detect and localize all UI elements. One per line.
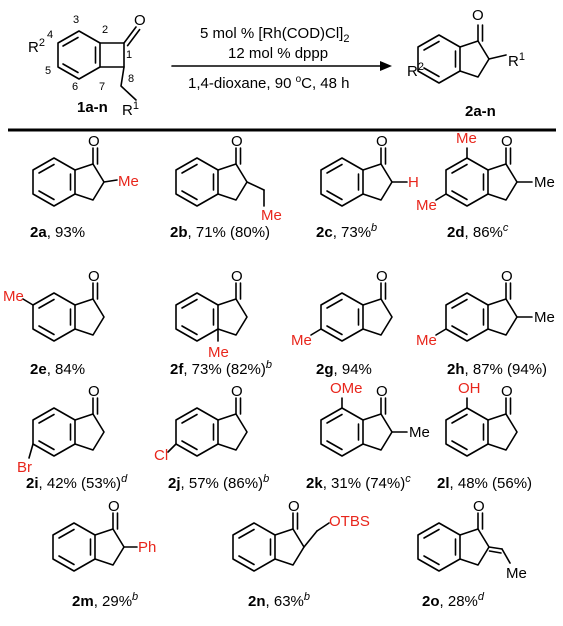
substituent-label: Me bbox=[416, 197, 437, 214]
atom-numbering: 2 1 3 4 5 6 7 8 bbox=[45, 14, 134, 93]
substituent-label: Me bbox=[506, 565, 527, 582]
reactant-oxygen: O bbox=[134, 12, 146, 29]
svg-text:2: 2 bbox=[102, 24, 108, 36]
compound-2b: O Me bbox=[175, 133, 282, 224]
compound-2e: O Me bbox=[3, 268, 105, 342]
carbonyl-oxygen: O bbox=[231, 133, 243, 150]
svg-text:8: 8 bbox=[128, 73, 134, 85]
substituent-label: Me bbox=[291, 332, 312, 349]
substituent-label: Cl bbox=[154, 447, 168, 464]
compound-2c: OH bbox=[320, 133, 419, 207]
reactant-r2: R2 bbox=[28, 37, 45, 56]
substituent-label: Me bbox=[456, 130, 477, 147]
carbonyl-oxygen: O bbox=[376, 383, 388, 400]
compound-caption: 2f, 73% (82%)b bbox=[170, 359, 272, 378]
compound-2f: O Me bbox=[175, 268, 248, 361]
reactant-label: 1a-n bbox=[77, 99, 108, 116]
substituent-label: OMe bbox=[330, 380, 363, 397]
compound-caption: 2c, 73%b bbox=[316, 222, 377, 241]
compound-2m: O Ph bbox=[52, 498, 156, 572]
substituent-label: Me bbox=[118, 173, 139, 190]
svg-text:6: 6 bbox=[72, 81, 78, 93]
compound-2g: O Me bbox=[291, 268, 393, 349]
compound-2l: O OH bbox=[445, 380, 518, 457]
carbonyl-oxygen: O bbox=[288, 498, 300, 515]
compound-caption: 2b, 71% (80%) bbox=[170, 224, 270, 241]
compound-caption: 2m, 29%b bbox=[72, 591, 138, 610]
carbonyl-oxygen: O bbox=[88, 268, 100, 285]
substituent-label: OH bbox=[458, 380, 481, 397]
svg-text:5: 5 bbox=[45, 65, 51, 77]
substituent-label: Me bbox=[534, 174, 555, 191]
product-label: 2a-n bbox=[465, 103, 496, 120]
compound-2a: O Me bbox=[32, 133, 139, 207]
compound-caption: 2d, 86%c bbox=[447, 222, 509, 241]
product-structure bbox=[417, 24, 507, 84]
compound-caption: 2a, 93% bbox=[30, 224, 85, 241]
substituent-label: Me bbox=[261, 207, 282, 224]
compound-structures: OMeOMeOHOMeMeMeOMeOMeOMeOMeMeOBrOClOMeOM… bbox=[3, 130, 555, 582]
substituent-label: Me bbox=[409, 424, 430, 441]
compound-2n: O OTBS bbox=[232, 498, 370, 572]
product-r2: R2 bbox=[407, 61, 424, 80]
reactant-structure bbox=[57, 26, 141, 101]
compound-caption: 2e, 84% bbox=[30, 361, 85, 378]
carbonyl-oxygen: O bbox=[473, 498, 485, 515]
svg-text:3: 3 bbox=[73, 14, 79, 26]
compound-caption: 2n, 63%b bbox=[248, 591, 310, 610]
substituent-label: Me bbox=[3, 288, 24, 305]
product-r1: R1 bbox=[508, 51, 525, 70]
carbonyl-oxygen: O bbox=[501, 383, 513, 400]
compound-caption: 2o, 28%d bbox=[422, 591, 485, 610]
compound-2i: O Br bbox=[17, 383, 105, 476]
svg-text:1: 1 bbox=[126, 49, 132, 61]
compound-caption: 2h, 87% (94%) bbox=[447, 361, 547, 378]
carbonyl-oxygen: O bbox=[501, 268, 513, 285]
compound-2j: O Cl bbox=[154, 383, 248, 464]
substituent-label: Me bbox=[534, 309, 555, 326]
compound-caption: 2g, 94% bbox=[316, 361, 372, 378]
ligand-text: 12 mol % dppp bbox=[228, 45, 328, 62]
carbonyl-oxygen: O bbox=[88, 383, 100, 400]
compound-caption: 2k, 31% (74%)c bbox=[306, 473, 411, 492]
catalyst-text: 5 mol % [Rh(COD)Cl]2 bbox=[200, 25, 349, 45]
product-oxygen: O bbox=[472, 7, 484, 24]
svg-text:4: 4 bbox=[47, 29, 53, 41]
compound-caption: 2l, 48% (56%) bbox=[437, 475, 532, 492]
solvent-text: 1,4-dioxane, 90 oC, 48 h bbox=[188, 74, 350, 92]
carbonyl-oxygen: O bbox=[376, 268, 388, 285]
substituent-label: Me bbox=[416, 332, 437, 349]
carbonyl-oxygen: O bbox=[88, 133, 100, 150]
carbonyl-oxygen: O bbox=[231, 383, 243, 400]
compound-caption: 2j, 57% (86%)b bbox=[168, 473, 269, 492]
carbonyl-oxygen: O bbox=[108, 498, 120, 515]
compound-caption: 2i, 42% (53%)d bbox=[26, 473, 128, 492]
carbonyl-oxygen: O bbox=[501, 133, 513, 150]
carbonyl-oxygen: O bbox=[231, 268, 243, 285]
substituent-label: Me bbox=[208, 344, 229, 361]
compound-captions: 2a, 93% 2b, 71% (80%) 2c, 73%b 2d, 86%c 2e, … bbox=[26, 222, 547, 610]
svg-text:7: 7 bbox=[99, 81, 105, 93]
substituent-label: H bbox=[408, 174, 419, 191]
substituent-label: OTBS bbox=[329, 513, 370, 530]
substituent-label: Ph bbox=[138, 539, 156, 556]
substituent-label: Br bbox=[17, 459, 32, 476]
reactant-r1: R1 bbox=[122, 100, 139, 119]
reaction-arrow bbox=[171, 61, 392, 71]
carbonyl-oxygen: O bbox=[376, 133, 388, 150]
compound-2o: O Me bbox=[417, 498, 527, 582]
